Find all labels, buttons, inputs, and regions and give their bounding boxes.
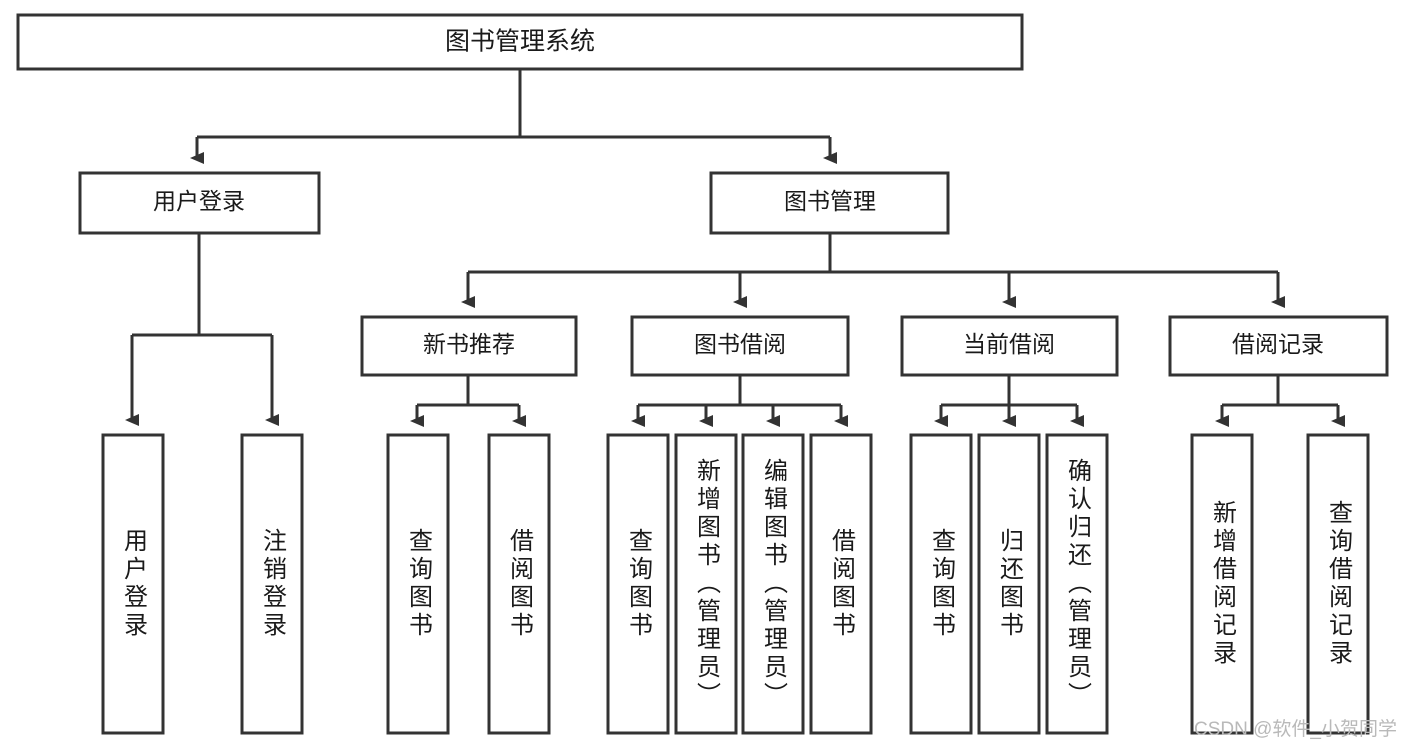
leaf-query-record-label: 查询借阅记录	[1325, 500, 1353, 668]
leaf-query-book-2-label: 查询图书	[625, 528, 653, 640]
node-user-login-label: 用户登录	[153, 188, 245, 214]
leaf-add-record-box[interactable]	[1190, 433, 1254, 735]
leaf-query-book-1[interactable]: 查询图书	[386, 433, 450, 735]
connector-bookmgmt-to-level2	[461, 233, 1285, 308]
leaf-return-book[interactable]: 归还图书	[977, 433, 1041, 735]
node-borrow-record[interactable]: 借阅记录	[1168, 315, 1389, 377]
leaf-borrow-book-2-box[interactable]	[809, 433, 873, 735]
connector-borrowrecord-to-leaves	[1215, 375, 1345, 427]
leaf-edit-book-label: 编辑图书（管理员）	[760, 458, 788, 710]
node-new-book-recommend[interactable]: 新书推荐	[360, 315, 578, 377]
leaf-logout-label: 注销登录	[259, 528, 287, 640]
leaf-logout[interactable]: 注销登录	[240, 433, 304, 735]
node-borrow-record-label: 借阅记录	[1232, 331, 1324, 357]
leaf-query-book-3[interactable]: 查询图书	[909, 433, 973, 735]
connector-userlogin-to-leaves	[125, 233, 279, 426]
node-current-borrow-box[interactable]	[900, 315, 1119, 377]
node-book-borrow-label: 图书借阅	[694, 331, 786, 357]
leaf-add-book[interactable]: 新增图书（管理员）	[674, 433, 738, 735]
csdn-watermark: CSDN @软件_小贺同学	[1194, 719, 1397, 740]
node-book-borrow[interactable]: 图书借阅	[630, 315, 850, 377]
node-current-borrow-label: 当前借阅	[963, 331, 1055, 357]
leaf-borrow-book-1-label: 借阅图书	[506, 528, 534, 640]
leaf-borrow-book-1-box[interactable]	[487, 433, 551, 735]
node-book-management-box[interactable]	[709, 171, 950, 235]
leaf-add-book-box[interactable]	[674, 433, 738, 735]
leaf-edit-book[interactable]: 编辑图书（管理员）	[741, 433, 805, 735]
leaf-add-record[interactable]: 新增借阅记录	[1190, 433, 1254, 735]
leaf-return-book-box[interactable]	[977, 433, 1041, 735]
leaf-confirm-return-box[interactable]	[1045, 433, 1109, 735]
leaf-user-login-label: 用户登录	[120, 528, 148, 640]
connector-currentborrow-to-leaves	[934, 375, 1084, 427]
leaf-confirm-return[interactable]: 确认归还（管理员）	[1045, 433, 1109, 735]
connector-newbook-to-leaves	[410, 375, 526, 427]
leaf-query-record-box[interactable]	[1306, 433, 1370, 735]
connector-root-to-level1	[190, 69, 837, 164]
leaf-borrow-book-2-label: 借阅图书	[828, 528, 856, 640]
node-borrow-record-box[interactable]	[1168, 315, 1389, 377]
leaf-logout-box[interactable]	[240, 433, 304, 735]
leaf-borrow-book-1[interactable]: 借阅图书	[487, 433, 551, 735]
node-root-box[interactable]	[16, 13, 1024, 71]
leaf-query-book-2[interactable]: 查询图书	[606, 433, 670, 735]
leaf-return-book-label: 归还图书	[996, 528, 1024, 640]
leaf-add-book-label: 新增图书（管理员）	[693, 458, 721, 710]
connector-bookborrow-to-leaves	[631, 375, 848, 427]
leaf-query-book-1-box[interactable]	[386, 433, 450, 735]
leaf-query-book-2-box[interactable]	[606, 433, 670, 735]
node-book-management-label: 图书管理	[784, 188, 876, 214]
leaf-add-record-label: 新增借阅记录	[1209, 500, 1237, 668]
leaf-edit-book-box[interactable]	[741, 433, 805, 735]
node-current-borrow[interactable]: 当前借阅	[900, 315, 1119, 377]
leaf-borrow-book-2[interactable]: 借阅图书	[809, 433, 873, 735]
node-new-book-recommend-box[interactable]	[360, 315, 578, 377]
node-root[interactable]: 图书管理系统	[16, 13, 1024, 71]
leaf-query-book-1-label: 查询图书	[405, 528, 433, 640]
node-book-borrow-box[interactable]	[630, 315, 850, 377]
leaf-query-book-3-box[interactable]	[909, 433, 973, 735]
leaf-query-record[interactable]: 查询借阅记录	[1306, 433, 1370, 735]
leaf-user-login[interactable]: 用户登录	[101, 433, 165, 735]
node-book-management[interactable]: 图书管理	[709, 171, 950, 235]
leaf-query-book-3-label: 查询图书	[928, 528, 956, 640]
node-new-book-recommend-label: 新书推荐	[423, 331, 515, 357]
node-user-login-box[interactable]	[78, 171, 321, 235]
node-user-login[interactable]: 用户登录	[78, 171, 321, 235]
node-root-label: 图书管理系统	[445, 28, 595, 56]
leaf-user-login-box[interactable]	[101, 433, 165, 735]
leaf-confirm-return-label: 确认归还（管理员）	[1064, 458, 1092, 710]
